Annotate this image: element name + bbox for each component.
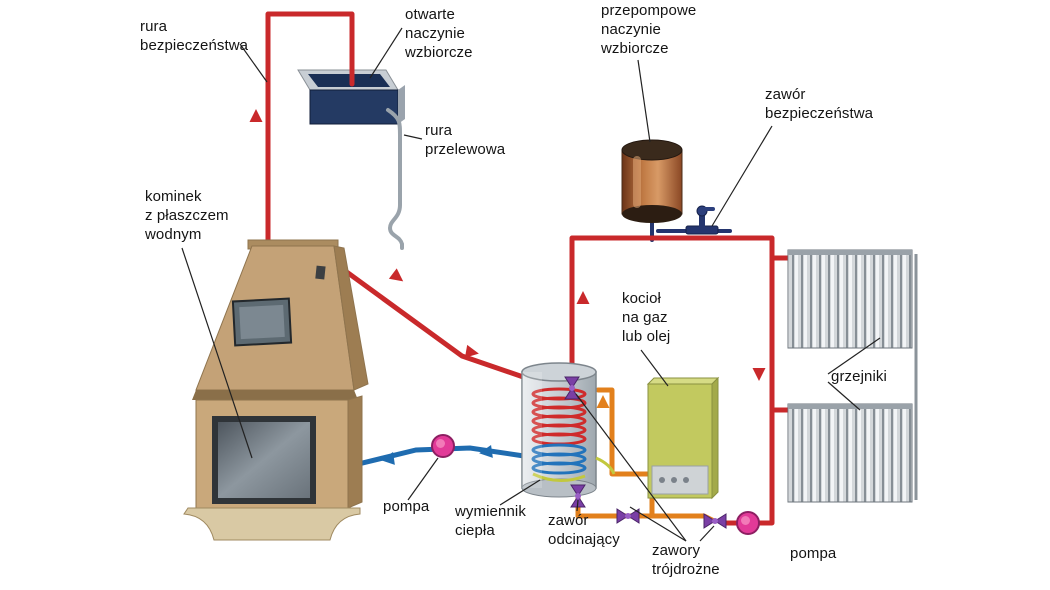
radiator-top bbox=[787, 249, 913, 349]
three-way-valve-radiators bbox=[703, 513, 727, 529]
overflow-pipe bbox=[386, 108, 404, 250]
label-zawor-odcinajacy: zawór odcinający bbox=[548, 512, 620, 548]
safety-pipe bbox=[265, 11, 355, 255]
label-pompa-lewa: pompa bbox=[383, 498, 430, 515]
pump-fireplace-circuit bbox=[431, 434, 455, 458]
supply-pipe-fireplace bbox=[319, 251, 535, 383]
label-zawor-bezpieczenstwa: zawór bezpieczeństwa bbox=[765, 86, 874, 122]
leader-lines bbox=[181, 27, 881, 542]
pump-radiator-circuit bbox=[736, 511, 760, 535]
label-pompa-prawa: pompa bbox=[790, 545, 837, 562]
label-kociol: kocioł na gaz lub olej bbox=[622, 290, 671, 345]
fireplace bbox=[183, 239, 369, 541]
label-grzejniki: grzejniki bbox=[831, 368, 887, 385]
label-rura-bezpieczenstwa: rura bezpieczeństwa bbox=[140, 18, 249, 54]
open-expansion-vessel bbox=[297, 69, 405, 125]
label-rura-przelewowa: rura przelewowa bbox=[425, 122, 506, 158]
label-kominek: kominek z płaszczem wodnym bbox=[145, 188, 229, 243]
label-wymiennik-ciepla: wymiennik ciepła bbox=[455, 503, 526, 539]
boiler bbox=[646, 376, 720, 500]
radiator-bottom bbox=[787, 403, 913, 503]
label-otwarte-naczynie: otwarte naczynie wzbiorcze bbox=[405, 6, 473, 61]
label-przepompowe-naczynie: przepompowe naczynie wzbiorcze bbox=[601, 2, 697, 57]
heat-exchanger bbox=[521, 362, 616, 498]
fireplace-glass bbox=[218, 422, 310, 498]
safety-valve bbox=[685, 205, 719, 235]
exchanger-yellow-line bbox=[532, 456, 616, 482]
label-zawory-trojdrozne: zawory trójdrożne bbox=[652, 542, 720, 578]
pump-expansion-vessel bbox=[621, 139, 683, 223]
fireplace-upper-window bbox=[231, 297, 293, 347]
exchanger-cold-coil bbox=[531, 443, 587, 475]
